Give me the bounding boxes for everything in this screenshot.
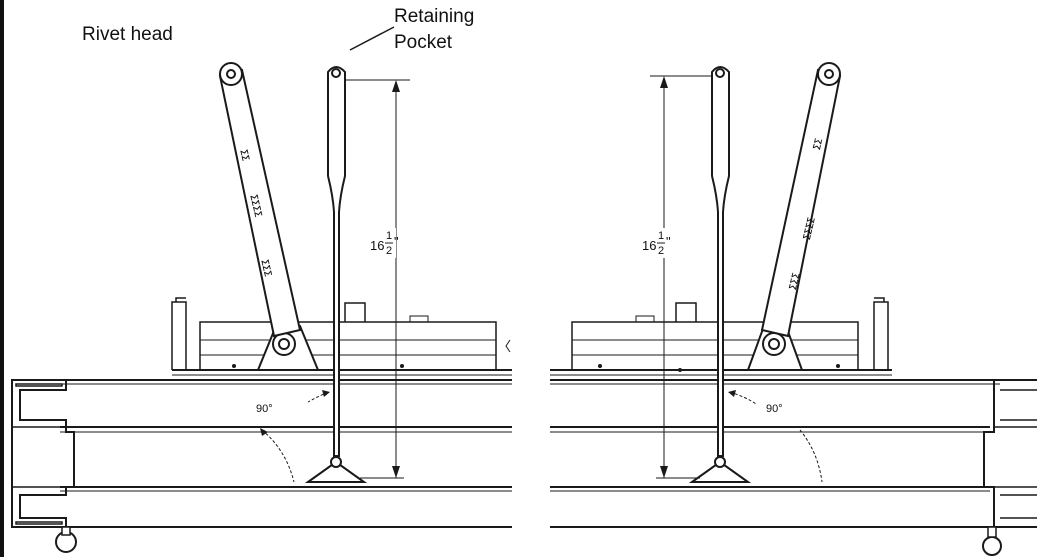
right-angled-handle: ∑∑ ∑∑∑∑ ∑∑∑ [760, 62, 842, 338]
left-frame-rails [60, 379, 512, 528]
retaining-pocket-label-line2: Pocket [394, 32, 453, 53]
left-end-profile [11, 379, 77, 553]
right-height-numerator: 1 [658, 230, 664, 242]
right-frame-rails [550, 379, 1000, 528]
right-view: ∑∑ ∑∑∑∑ ∑∑∑ 16 1 2 " [550, 62, 1037, 556]
handle-stamp: ∑∑∑ [261, 258, 274, 277]
right-height-whole: 16 [642, 238, 656, 253]
right-angle-indicator: 90° [728, 390, 823, 483]
left-vertical-rod [304, 66, 368, 483]
rivet-head-label: Rivet head [82, 24, 173, 45]
right-height-dimension: 16 1 2 " [640, 75, 712, 479]
retaining-pocket-icon [331, 68, 341, 78]
handle-stamp: ∑∑∑ [787, 271, 800, 290]
caster-wheel [982, 536, 1002, 556]
left-height-numerator: 1 [386, 230, 392, 242]
left-callouts: Rivet head Retaining Pocket [82, 6, 474, 53]
left-base-unit [171, 297, 512, 376]
handle-stamp: ∑∑ [811, 137, 822, 150]
left-angled-handle: ∑∑ ∑∑∑∑ ∑∑∑ [218, 62, 302, 338]
retaining-pocket-label-line1: Retaining [394, 6, 474, 27]
right-vertical-rod [688, 66, 752, 483]
right-height-unit: " [666, 234, 671, 249]
right-rivet-head-icon [824, 69, 834, 79]
handle-stamp: ∑∑ [240, 148, 251, 161]
right-height-denominator: 2 [658, 245, 664, 257]
right-angle-label: 90° [766, 403, 783, 415]
left-height-whole: 16 [370, 238, 384, 253]
left-border [0, 0, 4, 557]
left-angle-indicator: 90° [256, 390, 330, 483]
left-rivet-head-icon [226, 69, 236, 79]
left-view: ∑∑ ∑∑∑∑ ∑∑∑ 16 1 2 " [0, 0, 512, 557]
left-angle-label: 90° [256, 403, 273, 415]
left-height-unit: " [394, 234, 399, 249]
right-end-profile [982, 379, 1037, 556]
left-height-dimension: 16 1 2 " [345, 79, 410, 479]
left-height-denominator: 2 [386, 245, 392, 257]
